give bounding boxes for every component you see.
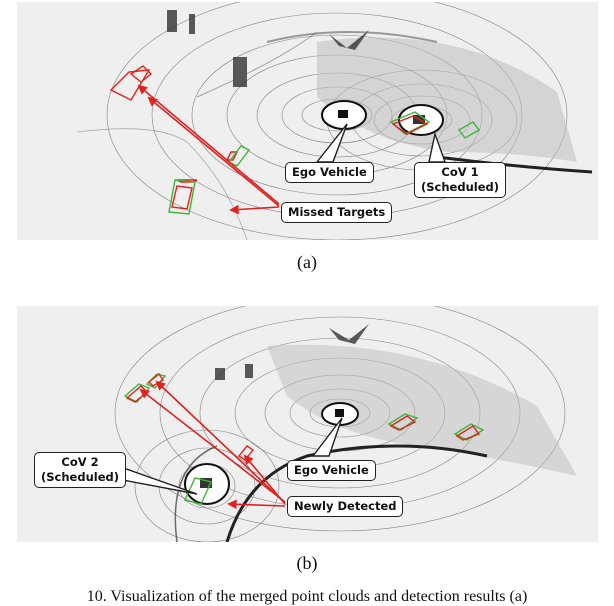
cov2-status: (Scheduled) <box>41 470 119 485</box>
newly-detected-label: Newly Detected <box>294 499 396 513</box>
ego-vehicle-callout-b: Ego Vehicle <box>287 460 376 481</box>
cov2-label: CoV 2 <box>41 455 119 470</box>
ego-vehicle-callout-a: Ego Vehicle <box>285 162 374 183</box>
cov1-callout: CoV 1 (Scheduled) <box>414 162 506 198</box>
missed-targets-callout: Missed Targets <box>281 202 392 223</box>
cov1-label: CoV 1 <box>421 165 499 180</box>
ego-vehicle-label: Ego Vehicle <box>294 463 369 477</box>
subfigure-label-b: (b) <box>0 553 614 574</box>
cov1-status: (Scheduled) <box>421 180 499 195</box>
cov2-callout: CoV 2 (Scheduled) <box>34 452 126 488</box>
newly-detected-callout: Newly Detected <box>287 496 403 517</box>
point-cloud-panel-b: Ego Vehicle CoV 2 (Scheduled) Newly Dete… <box>17 306 598 542</box>
ego-vehicle-label: Ego Vehicle <box>292 165 367 179</box>
point-cloud-panel-a: Ego Vehicle CoV 1 (Scheduled) Missed Tar… <box>17 2 598 240</box>
missed-target-arrows <box>139 86 279 210</box>
subfigure-label-a: (a) <box>0 252 614 273</box>
missed-targets-label: Missed Targets <box>288 205 385 219</box>
figure-caption: 10. Visualization of the merged point cl… <box>0 588 614 606</box>
